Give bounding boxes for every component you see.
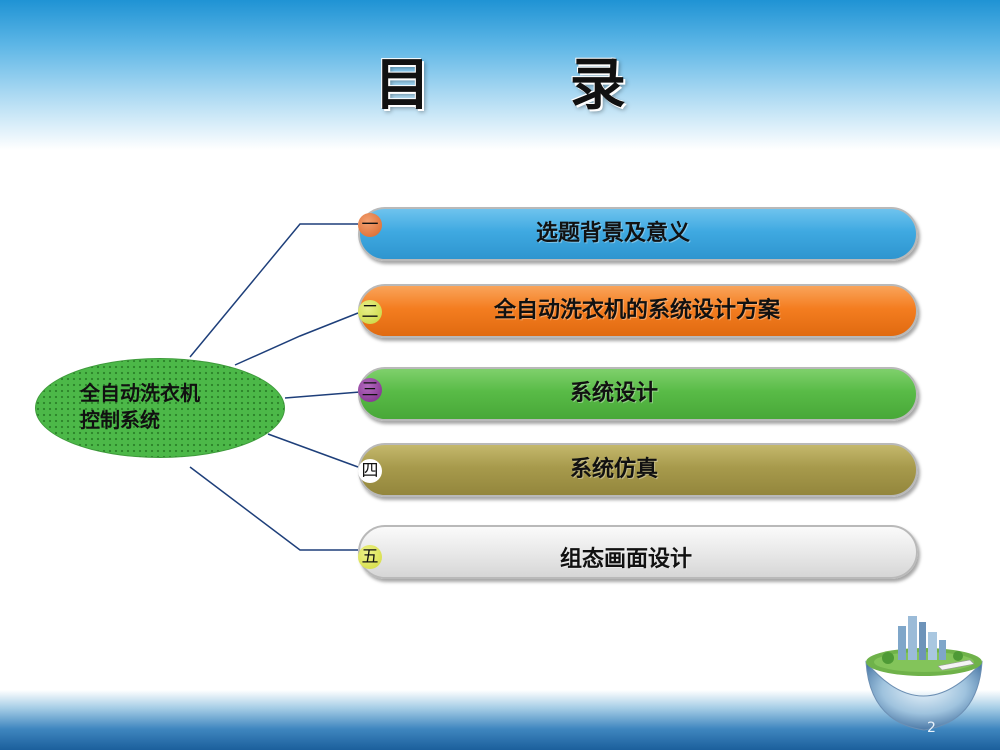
menu-item-4[interactable]: 系统仿真 [358,443,918,497]
root-node-ellipse [35,358,285,458]
root-node-line-1: 全自动洗衣机 [80,381,200,405]
city-globe-illustration [865,616,983,731]
menu-item-3-number: 三 [358,378,382,402]
footer-gradient-band [0,690,1000,750]
menu-item-1-number: 一 [358,213,382,237]
connector-line-5 [189,466,358,551]
menu-item-3[interactable]: 系统设计 [358,367,918,421]
menu-item-5[interactable]: 组态画面设计 [358,525,918,579]
slide-title: 目 录 [374,53,686,118]
menu-item-4-label: 系统仿真 [570,457,659,482]
connector-line-4 [267,433,359,468]
connector-line-2 [234,312,359,366]
menu-item-1-label: 选题背景及意义 [536,221,691,246]
menu-item-2-number: 二 [358,300,382,324]
connector-line-1 [189,223,358,358]
menu-item-3-label: 系统设计 [570,381,659,406]
page-number: 2 [927,720,936,736]
header-gradient-band [0,0,1000,150]
root-node-label: 全自动洗衣机 控制系统 [80,380,260,434]
menu-item-1[interactable]: 选题背景及意义 [358,207,918,261]
root-node-line-2: 控制系统 [80,408,160,432]
menu-item-2-label: 全自动洗衣机的系统设计方案 [494,298,781,323]
menu-item-5-number: 五 [358,545,382,569]
connector-line-3 [284,391,361,399]
menu-item-4-number: 四 [358,459,382,483]
menu-item-2[interactable]: 全自动洗衣机的系统设计方案 [358,284,918,338]
menu-item-5-label: 组态画面设计 [560,547,693,572]
